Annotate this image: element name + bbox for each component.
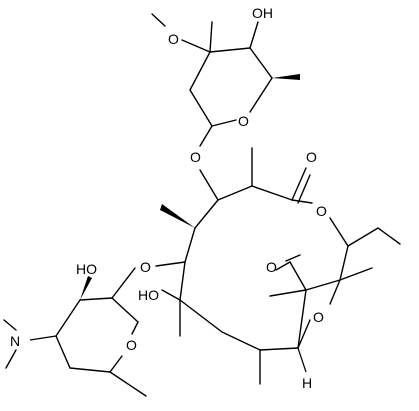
methoxy-oxygen-label: O bbox=[168, 31, 179, 47]
c6-hydroxyl-label: HO bbox=[138, 287, 159, 303]
macrolactone-ring bbox=[155, 147, 401, 385]
top-sugar-hydroxyl-label: OH bbox=[252, 5, 273, 21]
stereo-hydrogen-label: H bbox=[302, 375, 312, 391]
top-sugar-ring bbox=[151, 13, 300, 147]
left-sugar-hydroxyl-label: HO bbox=[76, 261, 97, 277]
ether-bridge-oxygen-label: O bbox=[313, 309, 324, 325]
lactone-ring-oxygen-label: O bbox=[316, 203, 327, 219]
ketal-carbonyl-oxygen-label: O bbox=[266, 259, 277, 275]
ketal-bridge bbox=[269, 254, 341, 349]
left-sugar-ring bbox=[3, 267, 147, 397]
top-sugar-ring-oxygen-label: O bbox=[238, 113, 249, 129]
lactone-carbonyl-oxygen-label: O bbox=[306, 149, 317, 165]
glycosidic-oxygen-left-label: O bbox=[140, 259, 151, 275]
dimethylamino-nitrogen-label: N bbox=[10, 333, 20, 349]
glycosidic-oxygen-top-label: O bbox=[190, 149, 201, 165]
left-sugar-ring-oxygen-label: O bbox=[126, 337, 137, 353]
